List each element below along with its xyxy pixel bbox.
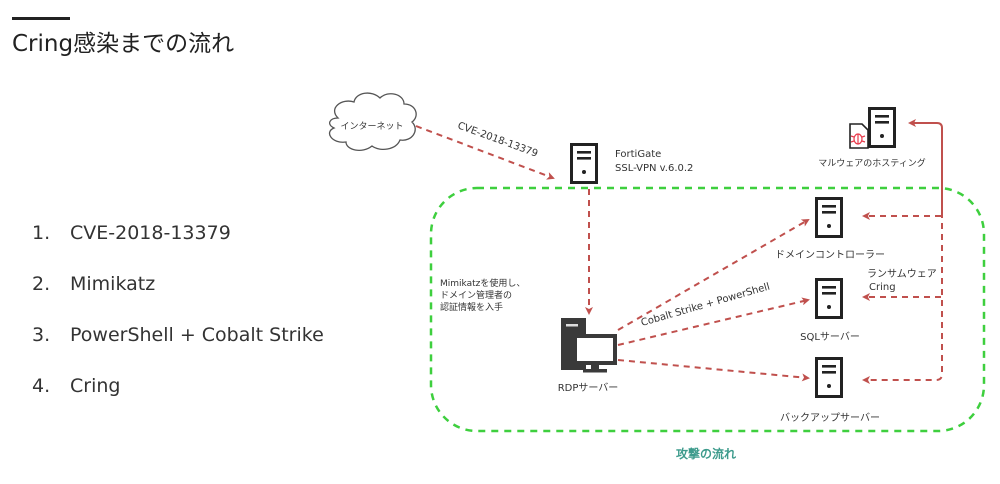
- internet-cloud: インターネット: [329, 92, 417, 152]
- list-item: 4. Cring: [32, 375, 120, 397]
- mimikatz-annotation: Mimikatzを使用し、 ドメイン管理者の 認証情報を入手: [440, 277, 525, 313]
- server-icon: [815, 357, 843, 398]
- list-item: 3. PowerShell + Cobalt Strike: [32, 324, 324, 346]
- fortigate-label-version: SSL-VPN v.6.0.2: [615, 163, 693, 174]
- backup-server-label: バックアップサーバー: [780, 412, 880, 424]
- mimikatz-line-2: ドメイン管理者の: [440, 289, 512, 301]
- server-icon: [815, 197, 843, 238]
- title-rule: [12, 17, 70, 20]
- ransomware-label-line-2: Cring: [869, 282, 896, 293]
- rdp-label: RDPサーバー: [558, 382, 619, 394]
- fortigate-label-name: FortiGate: [615, 149, 661, 160]
- sql-server-label: SQLサーバー: [800, 331, 860, 343]
- domain-controller-node: ドメインコントローラー: [775, 197, 885, 261]
- slide-title: Cring感染までの流れ: [12, 31, 235, 57]
- list-item-number: 1.: [32, 222, 51, 244]
- malware-host-node: マルウェアのホスティング: [818, 107, 926, 169]
- cloud-icon: [329, 92, 417, 152]
- server-icon: [570, 143, 598, 184]
- edge-ransomware-to-backup: [862, 212, 943, 384]
- diagram-caption: 攻撃の流れ: [676, 446, 736, 461]
- list-item-text: Mimikatz: [70, 273, 156, 295]
- fortigate-node: FortiGate SSL-VPN v.6.0.2: [570, 143, 693, 184]
- list-item: 1. CVE-2018-13379: [32, 222, 231, 244]
- server-icon: [815, 278, 843, 319]
- server-with-malware-icon: [849, 107, 896, 149]
- edge-internet-to-fortigate: [415, 125, 555, 180]
- malware-host-label: マルウェアのホスティング: [818, 157, 925, 169]
- list-item-number: 4.: [32, 375, 51, 397]
- list-item-number: 2.: [32, 273, 51, 295]
- domain-controller-label: ドメインコントローラー: [775, 249, 885, 261]
- mimikatz-line-1: Mimikatzを使用し、: [440, 277, 525, 289]
- list-item: 2. Mimikatz: [32, 273, 155, 295]
- list-item-text: CVE-2018-13379: [70, 222, 231, 244]
- rdp-server-node: RDPサーバー: [558, 318, 619, 394]
- ransomware-label-line-1: ランサムウェア: [867, 268, 937, 280]
- list-item-text: Cring: [70, 375, 121, 397]
- edge-rdp-to-domain-controller: [617, 218, 810, 331]
- sql-server-node: SQLサーバー: [800, 278, 860, 343]
- mimikatz-line-3: 認証情報を入手: [440, 301, 503, 313]
- workstation-icon: [561, 318, 617, 373]
- list-item-number: 3.: [32, 324, 51, 346]
- bug-icon: [850, 133, 866, 145]
- backup-server-node: バックアップサーバー: [780, 357, 880, 424]
- edge-rdp-to-backup: [617, 359, 810, 382]
- list-item-text: PowerShell + Cobalt Strike: [70, 324, 324, 346]
- edge-label-cve: CVE-2018-13379: [456, 120, 539, 159]
- edge-fetch-from-malware-host: [908, 119, 943, 212]
- internet-label: インターネット: [340, 121, 403, 132]
